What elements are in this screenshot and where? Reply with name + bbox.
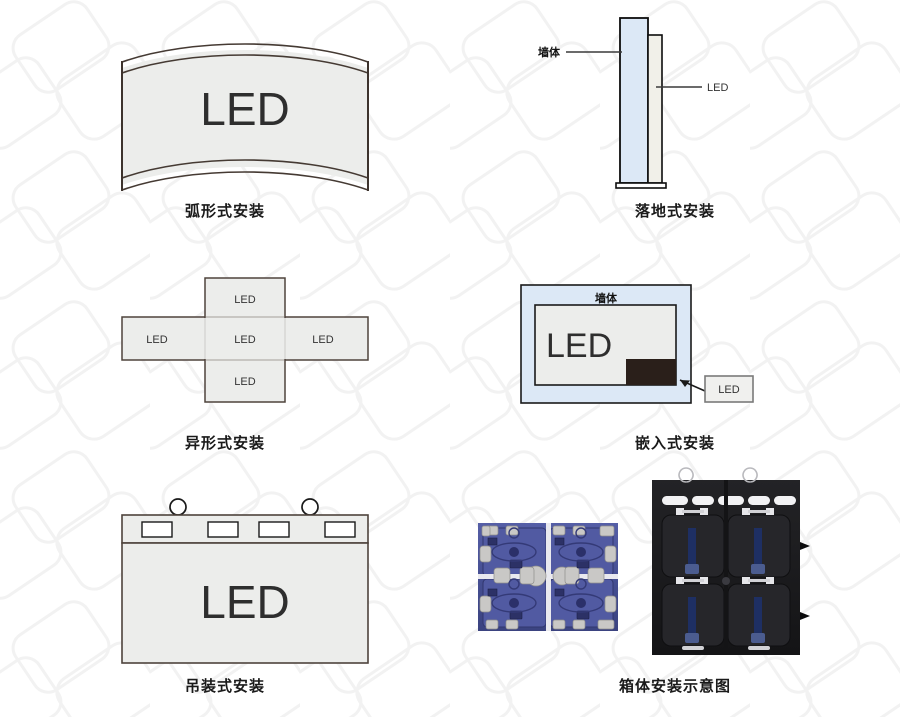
arc-top-outer-edge [121, 43, 369, 63]
led-label: LED [707, 82, 728, 94]
black-cabinet-top-slots [662, 496, 796, 505]
cross-cell-label-bottom: LED [234, 376, 255, 388]
arc-panel-label: LED [200, 83, 289, 135]
led-callout-box [704, 375, 754, 403]
diagram-floor-standing: 墙体 LED 落地式安装 [450, 0, 900, 230]
wall-label: 墙体 [538, 45, 561, 59]
hanging-panel-label: LED [200, 576, 289, 628]
hanging-ring-right [301, 498, 319, 516]
embedded-caption: 嵌入式安装 [634, 434, 715, 452]
hanging-bracket-4 [324, 521, 356, 538]
blue-cabinet-handles [491, 527, 604, 613]
led-callout-label: LED [718, 384, 739, 396]
embedded-wall-label: 墙体 [595, 291, 618, 305]
black-cabinet-split [724, 480, 728, 655]
blue-cabinet-chips [487, 537, 590, 620]
led-module-block [626, 359, 676, 385]
embedded-screen-label: LED [546, 327, 612, 365]
diagram-arc: LED 弧形式安装 [0, 0, 450, 230]
black-cabinet-ribbons [685, 528, 765, 643]
cross-cell-label-left: LED [146, 334, 167, 346]
led-strip [647, 34, 663, 184]
hanging-panel [121, 542, 369, 664]
diagram-hanging: LED 吊装式安装 [0, 460, 450, 705]
hanging-caption: 吊装式安装 [184, 677, 265, 695]
arc-caption: 弧形式安装 [184, 202, 265, 220]
hanging-bracket-3 [258, 521, 290, 538]
diagram-irregular: LED LED LED LED LED 异形式安装 [0, 240, 450, 455]
base-plate [615, 182, 667, 189]
arc-panel-drawing: LED [121, 43, 369, 191]
arc-bottom-inner-edge [121, 159, 369, 179]
black-cabinet-centre-node [722, 577, 730, 585]
irregular-cross-drawing: LED LED LED LED LED [121, 277, 369, 403]
hanging-bracket-1 [141, 521, 173, 538]
black-cabinet-hooks [678, 467, 758, 483]
diagram-embedded: 墙体 LED LED 嵌入式安装 [450, 240, 900, 455]
hanging-bracket-2 [207, 521, 239, 538]
diagram-cabinet: 箱体安装示意图 [450, 460, 900, 705]
callout-arrow-head [680, 380, 690, 387]
black-cabinet-side-tabs [800, 542, 810, 620]
floor-standing-caption: 落地式安装 [634, 202, 715, 220]
wall-column [619, 17, 649, 184]
cross-cell-label-right: LED [312, 334, 333, 346]
cabinet-photos-drawing [478, 467, 810, 655]
hanging-drawing: LED [121, 498, 369, 664]
cross-cell-label-top: LED [234, 294, 255, 306]
blue-cabinet-centres [509, 547, 586, 608]
blue-led-cabinet-photo [478, 523, 618, 631]
cabinet-caption: 箱体安装示意图 [618, 677, 731, 695]
blue-cabinet-gutters [478, 523, 618, 631]
black-led-cabinet-photo [652, 467, 810, 655]
arc-top-inner-edge [121, 54, 369, 74]
floor-standing-drawing: 墙体 LED [538, 17, 728, 189]
irregular-caption: 异形式安装 [184, 434, 265, 452]
arc-bottom-outer-edge [121, 171, 369, 191]
hanging-ring-left [169, 498, 187, 516]
embedded-drawing: 墙体 LED LED [520, 284, 754, 404]
arc-panel-surface [122, 50, 368, 185]
blue-cabinet-latches [479, 525, 617, 630]
cross-cell-label-center: LED [234, 334, 255, 346]
black-cabinet-bars [682, 510, 770, 650]
